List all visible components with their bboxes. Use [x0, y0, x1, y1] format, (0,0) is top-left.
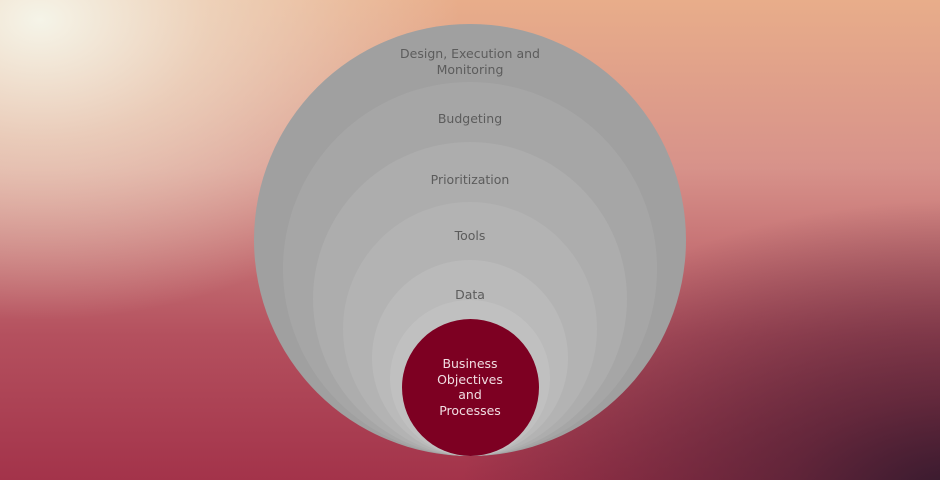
layer-label-design: Design, Execution and Monitoring — [0, 46, 940, 78]
core-label-line: Objectives — [437, 371, 503, 387]
core-label-line: Processes — [439, 402, 501, 418]
layer-label-prioritization: Prioritization — [430, 172, 510, 187]
core-label: Business Objectives and Processes — [0, 356, 940, 418]
layer-label-line: Monitoring — [436, 62, 504, 77]
core-circle — [402, 319, 539, 456]
layer-label-tools: Tools — [454, 228, 486, 243]
layer-label-line: Design, Execution and — [400, 46, 540, 61]
core-label-line: Business — [442, 356, 498, 371]
core-label-line: and — [458, 387, 482, 402]
layer-label-budgeting: Budgeting — [437, 111, 503, 126]
layer-label-data: Data — [455, 287, 485, 302]
